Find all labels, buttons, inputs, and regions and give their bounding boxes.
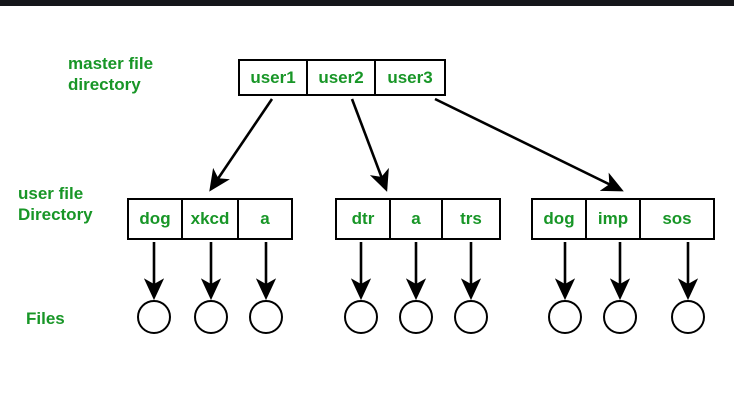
master-file-directory: user1 user2 user3 (238, 59, 446, 96)
ufd3-entry-0[interactable]: dog (533, 200, 587, 238)
file-node[interactable] (671, 300, 705, 334)
top-border-band (0, 0, 734, 6)
file-node[interactable] (137, 300, 171, 334)
arrow-user1-to-dir1 (209, 98, 274, 192)
label-master-file-directory: master file directory (68, 54, 154, 94)
ufd1-entry-0[interactable]: dog (129, 200, 183, 238)
ufd2-entry-0[interactable]: dtr (337, 200, 391, 238)
ufd2-entry-2[interactable]: trs (443, 200, 499, 238)
ufd3-entry-2[interactable]: sos (641, 200, 713, 238)
file-node[interactable] (344, 300, 378, 334)
user-file-directory-2: dtr a trs (335, 198, 501, 240)
user-file-directory-3: dog imp sos (531, 198, 715, 240)
label-user-file-directory: user file Directory (18, 184, 93, 224)
mfd-entry-user1[interactable]: user1 (240, 61, 308, 94)
file-node[interactable] (548, 300, 582, 334)
arrow-user2-to-dir2 (350, 98, 389, 192)
file-node[interactable] (603, 300, 637, 334)
mfd-entry-user3[interactable]: user3 (376, 61, 444, 94)
file-node[interactable] (399, 300, 433, 334)
file-node[interactable] (454, 300, 488, 334)
ufd3-entry-1[interactable]: imp (587, 200, 641, 238)
ufd1-entry-2[interactable]: a (239, 200, 291, 238)
mfd-entry-user2[interactable]: user2 (308, 61, 376, 94)
arrow-user3-to-dir3 (434, 97, 624, 192)
ufd2-entry-1[interactable]: a (391, 200, 443, 238)
file-node[interactable] (249, 300, 283, 334)
file-node[interactable] (194, 300, 228, 334)
user-file-directory-1: dog xkcd a (127, 198, 293, 240)
label-files: Files (26, 309, 65, 328)
ufd1-entry-1[interactable]: xkcd (183, 200, 239, 238)
